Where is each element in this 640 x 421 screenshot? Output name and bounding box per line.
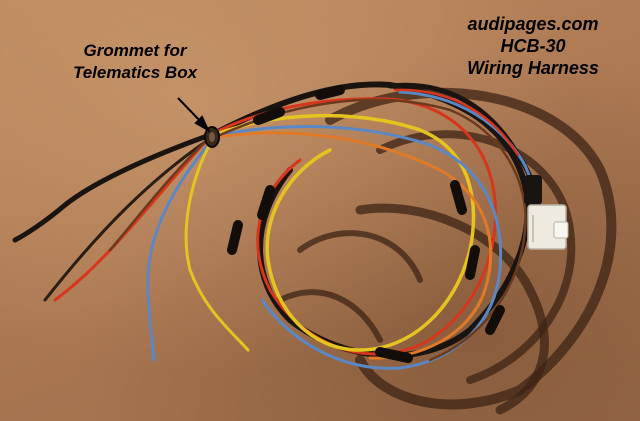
- arrow-head: [194, 115, 211, 133]
- wire-yellow-end: [184, 138, 250, 352]
- photo-title: audipages.com HCB-30 Wiring Harness: [438, 13, 628, 79]
- shadow-loop: [325, 87, 617, 410]
- wire-bundle: [12, 81, 536, 370]
- connector-plug: [524, 175, 569, 250]
- wire-loop-yellow: [212, 113, 476, 352]
- wire-to-connector-red: [393, 88, 520, 157]
- shadow-strands: [277, 230, 423, 343]
- grommet-annotation: Grommet for Telematics Box: [40, 40, 230, 84]
- tape-wrap: [450, 180, 467, 215]
- wire-brown-end: [108, 136, 211, 252]
- tape-wraps: [227, 85, 505, 363]
- tape-wrap: [227, 220, 243, 255]
- photo-title-line-2: HCB-30: [500, 36, 566, 56]
- connector-sleeve: [524, 175, 542, 205]
- tape-wrap: [375, 347, 413, 363]
- grommet-annotation-line-1: Grommet for: [83, 41, 187, 60]
- photo-title-line-1: audipages.com: [467, 14, 599, 34]
- wire-blue-end: [146, 138, 214, 362]
- tape-wrap: [253, 107, 285, 125]
- tape-wrap: [257, 185, 275, 220]
- wire-red-end: [53, 135, 212, 302]
- wire-black-end-2: [43, 138, 210, 302]
- annotation-arrow: [177, 97, 211, 133]
- tape-wrap: [465, 245, 480, 280]
- grommet: [204, 126, 220, 148]
- shadow-branch: [355, 203, 549, 415]
- photo-title-line-3: Wiring Harness: [467, 58, 599, 78]
- grommet-annotation-line-2: Telematics Box: [72, 63, 198, 82]
- wire-black-end: [12, 132, 213, 243]
- wire-loop-blue: [214, 124, 503, 370]
- tape-wrap: [485, 305, 505, 335]
- wire-loop-black: [209, 81, 531, 359]
- connector-latch: [553, 221, 569, 239]
- grommet-hole: [209, 132, 215, 142]
- harness-shadow: [277, 87, 617, 415]
- wire-loop-orange: [216, 131, 493, 360]
- tape-wrap: [315, 85, 345, 100]
- shadow-loop-inner: [376, 130, 576, 384]
